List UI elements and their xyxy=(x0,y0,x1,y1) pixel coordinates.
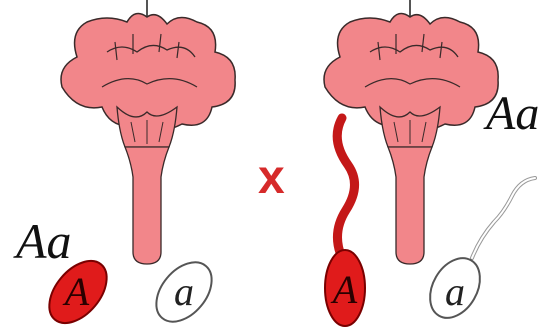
left-genotype-label: Aa xyxy=(16,216,72,266)
pollen-tube-dominant xyxy=(337,118,354,262)
right-genotype-label: Aa xyxy=(486,90,539,138)
gamete-allele-label: a xyxy=(425,272,485,312)
right-flower xyxy=(324,0,498,264)
left-flower xyxy=(61,0,235,264)
gamete-allele-label: A xyxy=(315,270,375,310)
gamete-allele-label: a xyxy=(154,272,214,312)
gamete-allele-label: A xyxy=(47,272,107,312)
cross-symbol: x xyxy=(258,154,285,202)
pollen-tube-recessive xyxy=(472,178,535,258)
